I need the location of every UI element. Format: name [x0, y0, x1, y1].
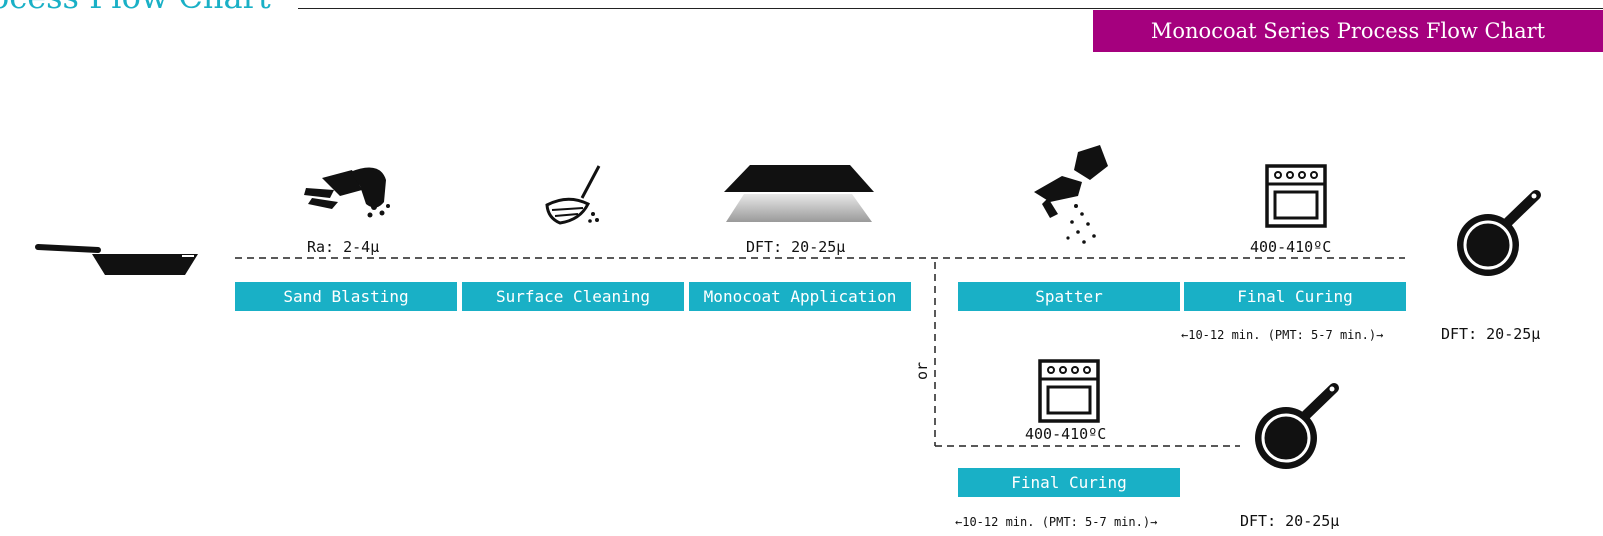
label-or: or	[913, 361, 932, 381]
oven-icon-top	[1265, 164, 1327, 228]
spray-gun-icon	[1034, 145, 1108, 244]
broom-icon	[545, 165, 601, 225]
frying-pan-icon	[35, 244, 198, 275]
page-title: ocess Flow Chart	[0, 0, 271, 16]
step-surface-cleaning: Surface Cleaning	[462, 282, 684, 311]
banner: Monocoat Series Process Flow Chart	[1093, 10, 1603, 52]
step-sand-blasting: Sand Blasting	[235, 282, 457, 311]
sand-blaster-icon	[304, 167, 390, 218]
label-temp-top: 400-410ºC	[1250, 238, 1332, 256]
label-temp-bottom: 400-410ºC	[1025, 425, 1107, 443]
header-rule	[298, 8, 1603, 9]
step-label: Final Curing	[1237, 287, 1353, 306]
step-spatter: Spatter	[958, 282, 1180, 311]
step-label: Monocoat Application	[703, 287, 897, 306]
label-dft-final-bottom: DFT: 20-25µ	[1240, 512, 1340, 530]
pan-icon-bottom	[1255, 383, 1339, 469]
step-label: Surface Cleaning	[495, 287, 651, 306]
label-dft-application: DFT: 20-25µ	[746, 238, 846, 256]
label-dft-final-top: DFT: 20-25µ	[1441, 325, 1541, 343]
label-time-bottom: ←10-12 min. (PMT: 5-7 min.)→	[955, 515, 1158, 529]
label-time-top: ←10-12 min. (PMT: 5-7 min.)→	[1181, 328, 1384, 342]
pan-icon-top	[1457, 190, 1541, 276]
step-label: Spatter	[1035, 287, 1103, 306]
oven-icon-bottom	[1038, 359, 1100, 423]
step-monocoat-application: Monocoat Application	[689, 282, 911, 311]
step-final-curing-bottom: Final Curing	[958, 468, 1180, 497]
coating-layers-icon	[724, 165, 874, 222]
step-label: Final Curing	[1011, 473, 1127, 492]
label-roughness: Ra: 2-4µ	[307, 238, 380, 256]
step-final-curing-top: Final Curing	[1184, 282, 1406, 311]
step-label: Sand Blasting	[283, 287, 409, 306]
banner-text: Monocoat Series Process Flow Chart	[1150, 19, 1546, 43]
